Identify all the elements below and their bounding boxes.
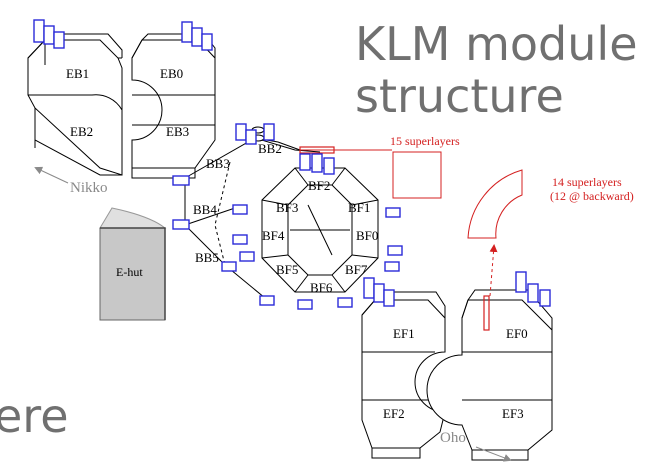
bf0-label: BF0 (356, 228, 378, 243)
e-hut-label: E-hut (116, 265, 143, 279)
endcap-superlayers-backward-text: (12 @ backward) (550, 189, 634, 203)
barrel-superlayers-text: 15 superlayers (390, 134, 460, 148)
barrel-connectors (172, 123, 403, 310)
partial-bullet-text: ere (0, 389, 69, 443)
bb2-label: BB2 (258, 141, 282, 156)
bf1-label: BF1 (348, 200, 370, 215)
bf3-label: BF3 (276, 200, 298, 215)
ef-connectors (363, 271, 551, 307)
bb4-label: BB4 (193, 202, 217, 217)
eb0-label: EB0 (160, 66, 183, 81)
eb-connectors (33, 19, 213, 51)
e-hut (99, 207, 167, 321)
nikko-label: Nikko (70, 180, 108, 196)
ef3-label: EF3 (502, 406, 524, 421)
bf5-label: BF5 (276, 262, 298, 277)
endcap-superlayer-callout (467, 169, 523, 297)
ef0-label: EF0 (506, 326, 528, 341)
backward-endcap (27, 33, 216, 179)
endcap-superlayers-text: 14 superlayers (552, 175, 622, 189)
bb3-label: BB3 (206, 156, 230, 171)
oho-label: Oho (440, 430, 466, 446)
barrel (184, 126, 379, 299)
barrel-superlayer-callout (334, 149, 442, 199)
bf6-label: BF6 (310, 280, 333, 295)
eb1-label: EB1 (66, 66, 89, 81)
slide-title-line1: KLM module (355, 17, 638, 71)
bb5-label: BB5 (195, 250, 219, 265)
oho-arrow (475, 446, 512, 462)
eb3-label: EB3 (166, 124, 189, 139)
nikko-arrow (34, 166, 69, 184)
bf2-label: BF2 (308, 178, 330, 193)
eb2-label: EB2 (70, 124, 93, 139)
ef2-label: EF2 (383, 406, 405, 421)
bf7-label: BF7 (345, 262, 368, 277)
ef1-label: EF1 (393, 326, 415, 341)
slide-title-line2: structure (355, 69, 564, 123)
forward-endcap (361, 289, 553, 461)
bf4-label: BF4 (262, 228, 285, 243)
